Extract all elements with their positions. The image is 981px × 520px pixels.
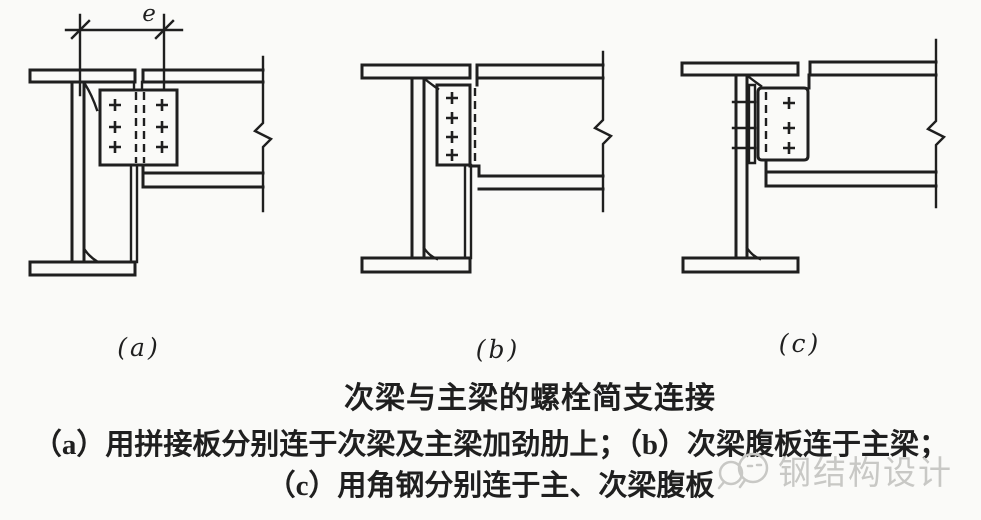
connection-diagrams: e [28, 1, 947, 277]
beam-top-flange [141, 68, 265, 84]
beam-top-flange [807, 60, 938, 90]
caption-line-2: （c）用角钢分别连于主、次梁腹板 [266, 470, 715, 502]
panel-label-a: (a) [117, 333, 161, 362]
chat-bubbles-logo-icon [717, 452, 769, 490]
angle-outstanding-leg [756, 86, 810, 162]
break-line [592, 50, 614, 213]
panel-a-drawing: e [28, 1, 274, 277]
figure-title: 次梁与主梁的螺栓简支连接 [344, 382, 716, 415]
girder-bottom-flange [360, 256, 472, 274]
beam-bottom-flange [141, 163, 265, 189]
dimension-e-label: e [142, 1, 156, 27]
panel-c-drawing [680, 38, 947, 274]
panel-label-c: (c) [778, 329, 822, 358]
weld-fillets [83, 82, 100, 264]
beam-bottom-flange [764, 158, 938, 188]
bolt-group [783, 97, 795, 154]
hidden-edges [134, 92, 146, 163]
girder-top-flange [28, 68, 137, 84]
girder-top-flange [680, 61, 800, 77]
caption-line-1: （a）用拼接板分别连于次梁及主梁加劲肋上；（b）次梁腹板连于主梁； [32, 429, 949, 461]
break-line [925, 38, 947, 209]
girder-bottom-flange [28, 260, 137, 277]
dimension-ticks [70, 19, 175, 40]
girder-web [734, 73, 749, 260]
panel-b-drawing [360, 50, 614, 274]
beam-bottom-flange [468, 164, 605, 191]
girder-bottom-flange [681, 256, 800, 274]
web-bolt-ticks [731, 100, 757, 150]
girder-stiffener [129, 80, 144, 264]
weld-fillets [745, 75, 763, 261]
watermark: 钢结构设计 [716, 446, 953, 494]
beam-top-flange [475, 63, 605, 87]
dimension-e: e [64, 1, 184, 97]
watermark-text: 钢结构设计 [778, 456, 953, 492]
angle-back-leg [745, 83, 757, 165]
panel-label-b: (b) [475, 335, 521, 364]
girder-top-flange [360, 63, 472, 80]
splice-plate [98, 88, 179, 167]
stiffener-edge [463, 163, 473, 260]
bolt-group [446, 92, 458, 161]
break-line [252, 55, 274, 213]
girder-web [70, 80, 86, 264]
bolt-group [109, 99, 168, 153]
girder-web [410, 76, 426, 260]
